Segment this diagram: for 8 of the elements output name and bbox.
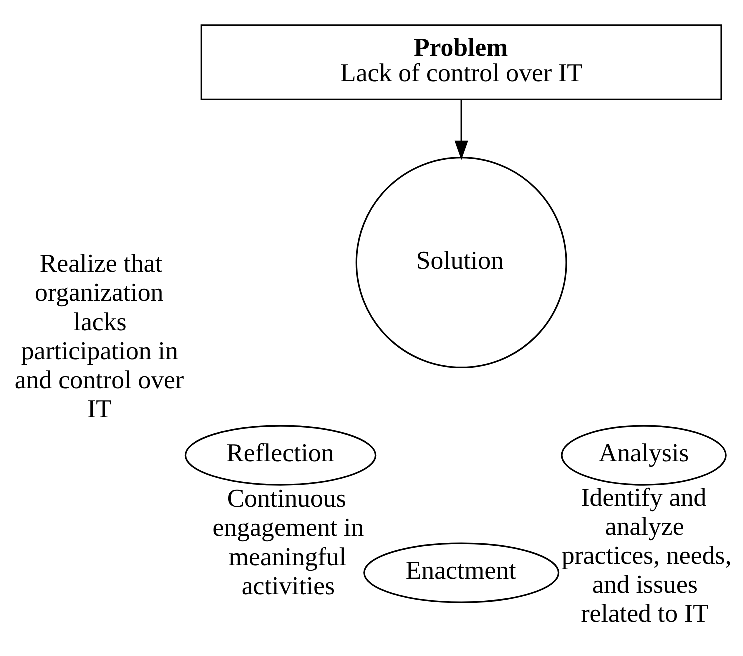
node-box: Problem Lack of control over IT xyxy=(200,24,722,101)
node-label: Realize that organization lacks participation in and control over IT xyxy=(14,249,184,424)
node-ellipse: Reflection xyxy=(184,425,377,486)
node-ellipse: Analysis xyxy=(561,425,727,486)
node-ellipse: Enactment xyxy=(364,542,560,604)
node-circle: Solution xyxy=(356,157,568,369)
node-label: Continuous engagement in meaningful activities xyxy=(212,484,364,600)
arrow xyxy=(454,100,468,160)
